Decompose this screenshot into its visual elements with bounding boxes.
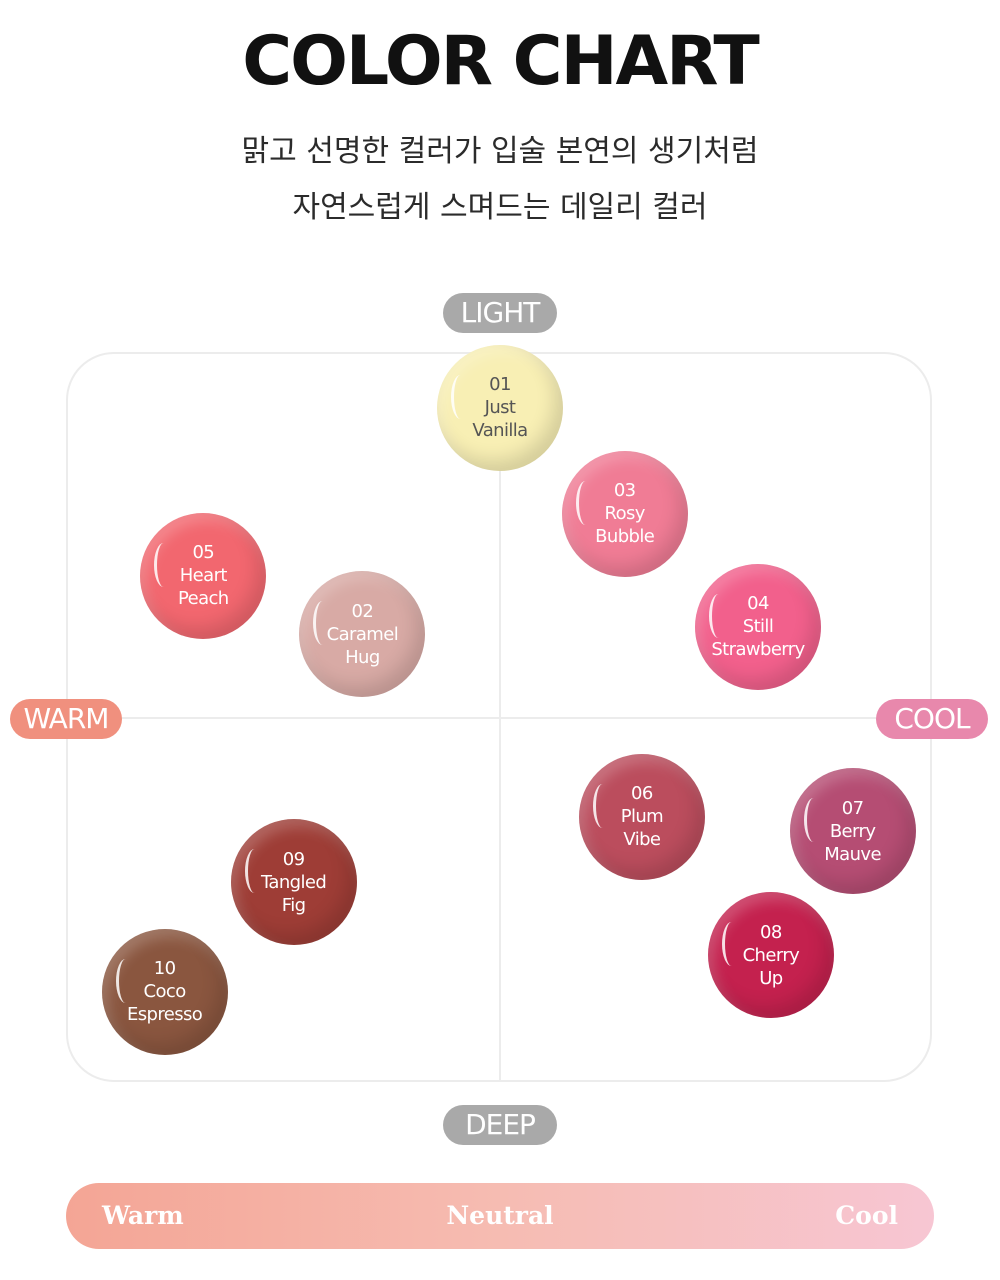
gradient-label-cool: Cool: [835, 1201, 898, 1230]
swatch-highlight-icon: [575, 480, 595, 525]
swatch-number: 10: [153, 958, 176, 980]
swatch-name-line: Tangled: [261, 871, 327, 893]
subtitle-line-1: 맑고 선명한 컬러가 입술 본연의 생기처럼: [241, 134, 759, 169]
page-title: COLOR CHART: [242, 22, 760, 101]
swatch-number: 08: [760, 921, 782, 943]
swatch-name-line: Still: [742, 616, 774, 638]
swatch-number: 06: [631, 783, 653, 805]
swatch-number: 01: [489, 374, 511, 396]
swatch-highlight-icon: [115, 958, 135, 1003]
swatch-name-line: Heart: [179, 565, 228, 587]
swatch-name-line: Peach: [177, 588, 229, 610]
swatch-number: 05: [192, 542, 215, 564]
swatch-highlight-icon: [803, 798, 823, 843]
swatch-highlight-icon: [244, 849, 264, 894]
swatch-number: 07: [841, 797, 864, 819]
subtitle-line-2: 자연스럽게 스며드는 데일리 컬러: [292, 190, 708, 225]
page-subtitle: 맑고 선명한 컬러가 입술 본연의 생기처럼 자연스럽게 스며드는 데일리 컬러: [0, 124, 1000, 236]
horizontal-axis-line: [66, 717, 932, 719]
swatch-highlight-icon: [721, 922, 741, 967]
swatch-name-line: Mauve: [824, 843, 881, 865]
swatch-number: 03: [613, 480, 636, 502]
swatch-name-line: Coco: [143, 981, 187, 1003]
swatch-name-line: Vibe: [623, 829, 661, 851]
swatch-highlight-icon: [154, 542, 173, 587]
swatch-highlight-icon: [451, 374, 470, 419]
swatch-name-line: Hug: [345, 646, 380, 668]
swatch-number: 09: [282, 848, 305, 870]
axis-label-warm: WARM: [10, 699, 122, 739]
axis-label-deep: DEEP: [443, 1105, 557, 1145]
axis-label-light: LIGHT: [443, 293, 557, 333]
swatch-number: 04: [747, 593, 769, 615]
swatch-name-line: Up: [759, 967, 783, 989]
gradient-label-neutral: Neutral: [446, 1201, 554, 1230]
swatch-number: 02: [351, 600, 374, 622]
swatch-name-line: Berry: [829, 820, 876, 842]
swatch-highlight-icon: [709, 593, 728, 638]
axis-label-cool: COOL: [876, 699, 988, 739]
swatch-name-line: Just: [484, 397, 516, 419]
swatch-name-line: Cherry: [742, 944, 800, 966]
swatch-name-line: Fig: [281, 894, 306, 916]
swatch-name-line: Plum: [620, 806, 664, 828]
swatch-name-line: Strawberry: [711, 639, 805, 661]
swatch-name-line: Bubble: [595, 526, 655, 548]
warm-cool-gradient-bar: Warm Neutral Cool: [66, 1183, 934, 1249]
swatch-name-line: Rosy: [604, 503, 646, 525]
gradient-label-warm: Warm: [102, 1201, 184, 1230]
swatch-name-line: Caramel: [326, 623, 399, 645]
swatch-name-line: Vanilla: [472, 420, 528, 442]
swatch-name-line: Espresso: [126, 1004, 203, 1026]
swatch-highlight-icon: [592, 783, 612, 828]
swatch-highlight-icon: [313, 601, 332, 646]
